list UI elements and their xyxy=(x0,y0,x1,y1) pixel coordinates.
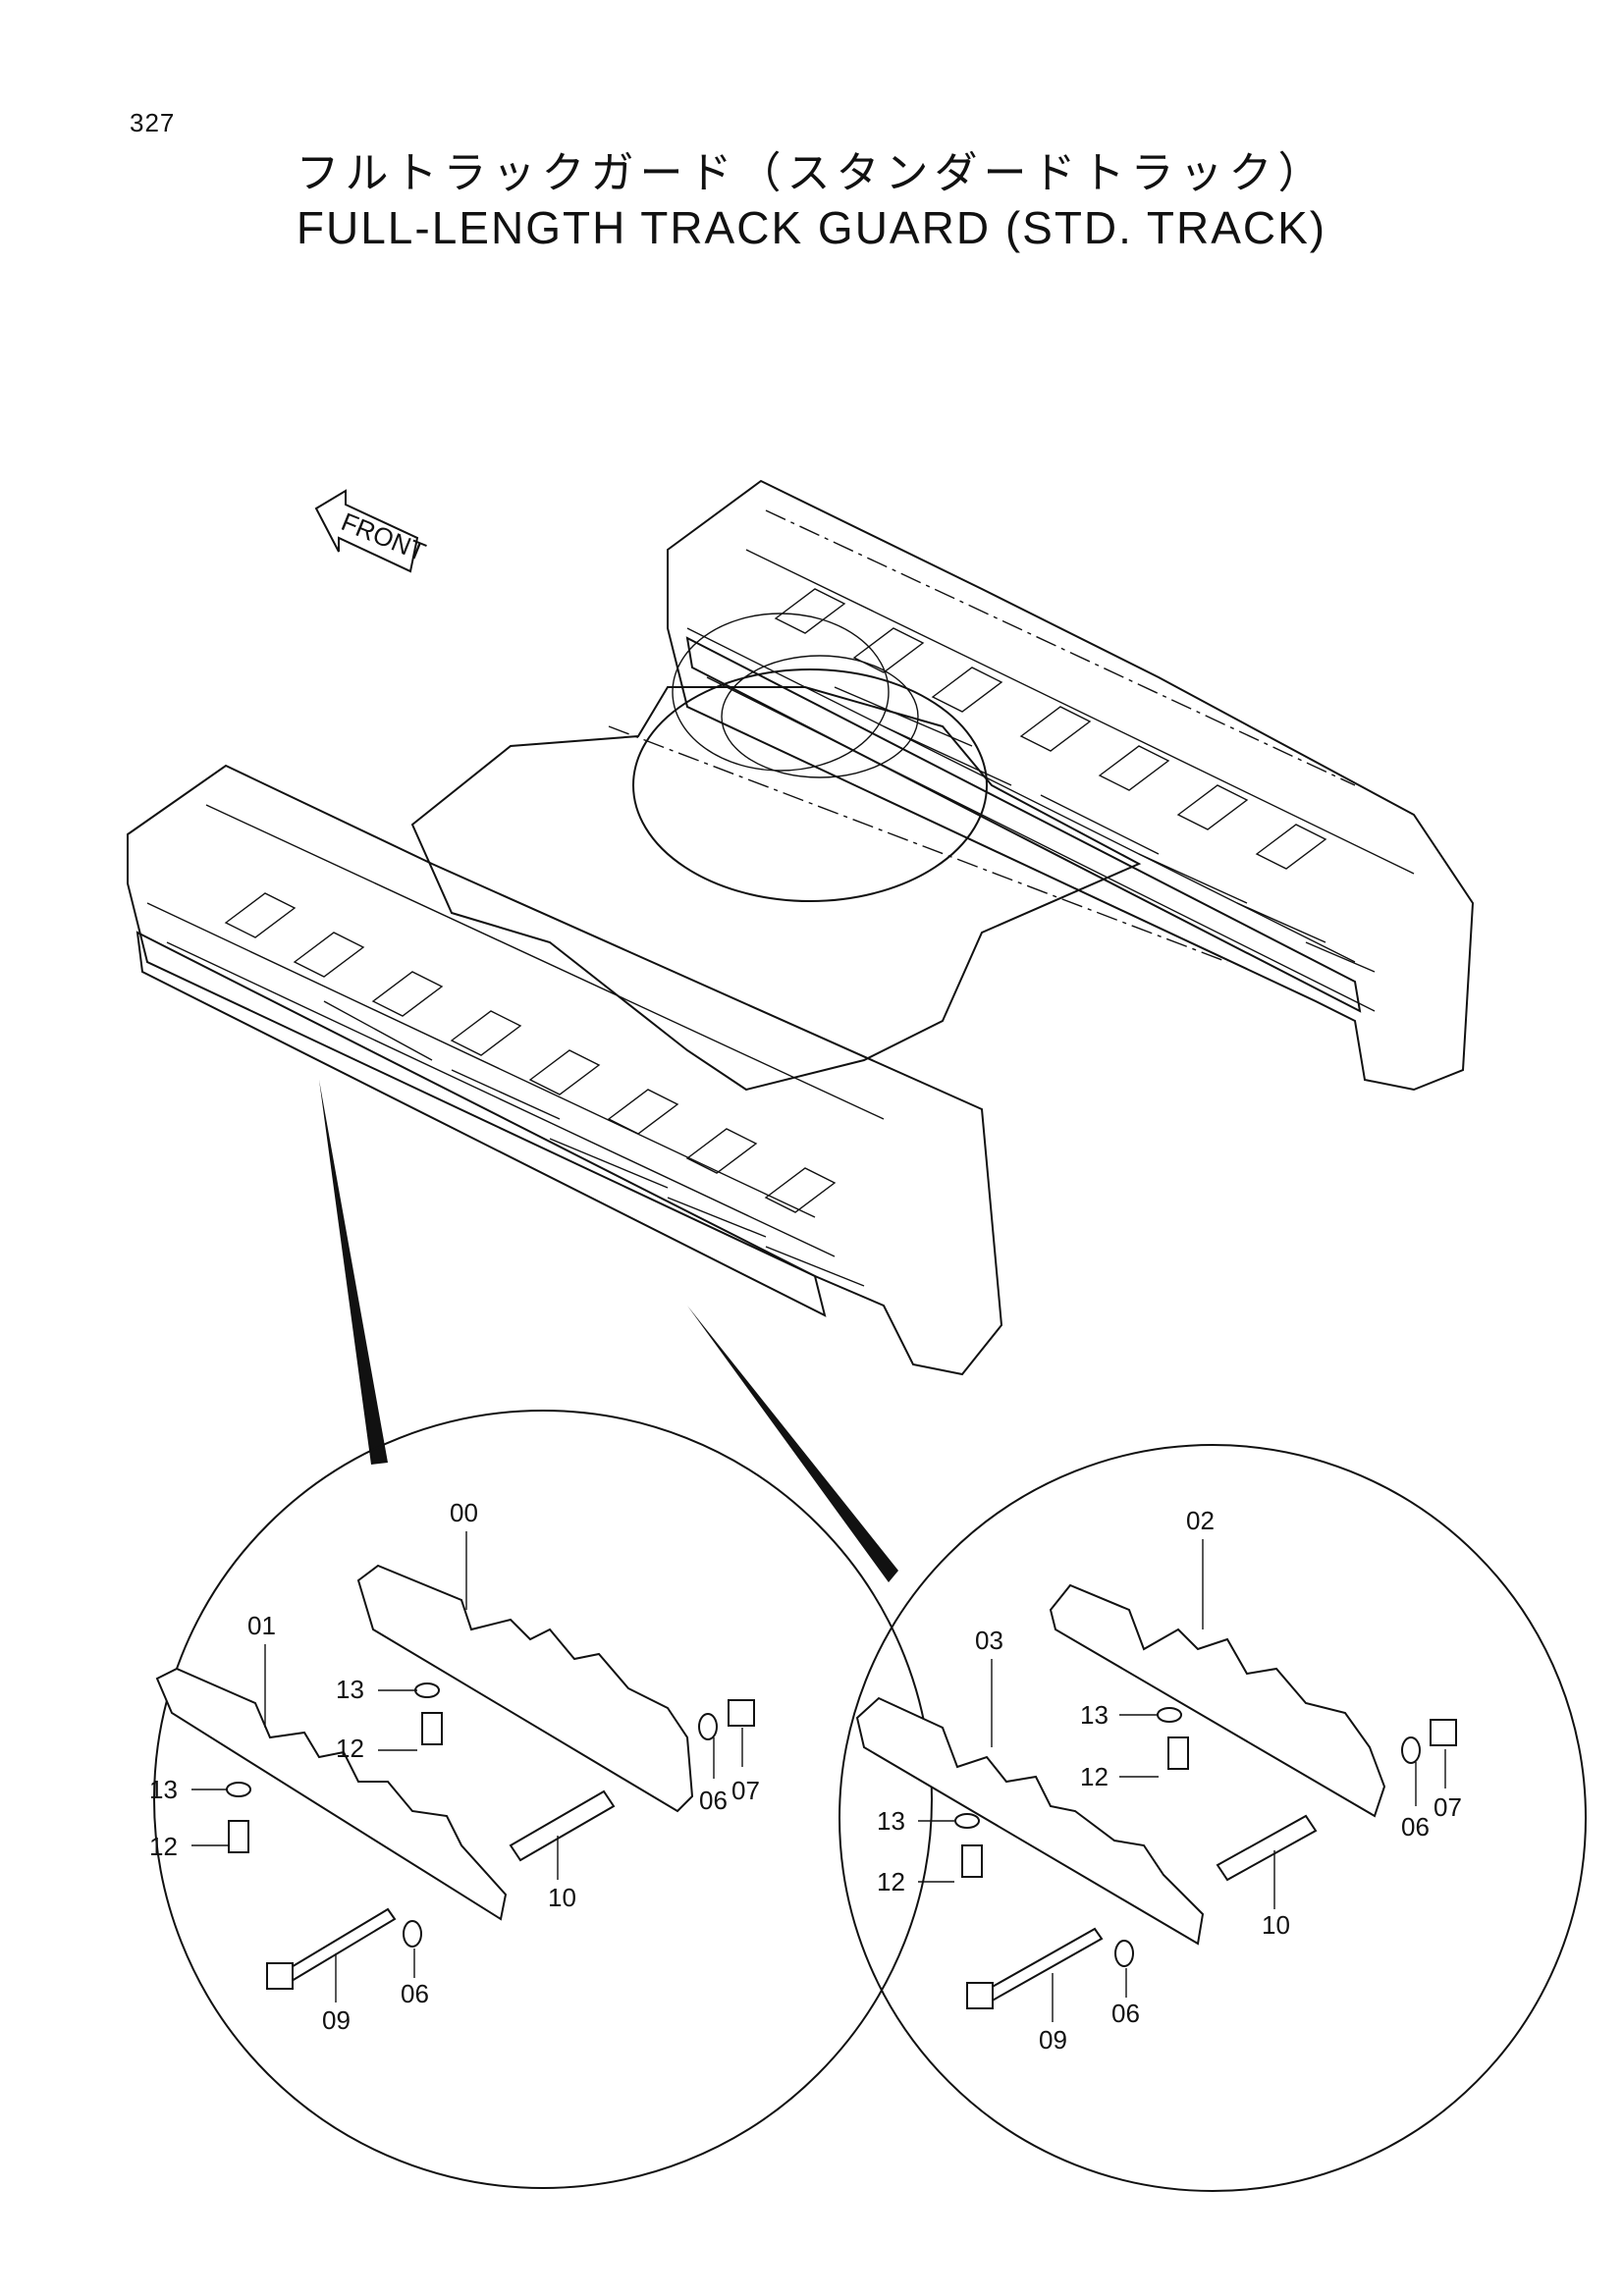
page-title-japanese: フルトラックガード（スタンダードトラック） xyxy=(296,148,1327,198)
callout-06: 06 xyxy=(699,1786,728,1815)
callout-03: 03 xyxy=(975,1626,1003,1655)
undercarriage-drawing xyxy=(127,479,1475,1376)
callout-02: 02 xyxy=(1186,1506,1215,1535)
callout-06: 06 xyxy=(1401,1812,1430,1842)
callout-12: 12 xyxy=(1080,1762,1109,1791)
callout-06: 06 xyxy=(1111,1999,1140,2028)
callout-10: 10 xyxy=(1262,1910,1290,1940)
leader-left-detail xyxy=(319,1080,388,1465)
front-arrow-icon: FRONT xyxy=(314,489,430,573)
callout-13: 13 xyxy=(149,1775,178,1804)
callout-00: 00 xyxy=(450,1498,478,1527)
leader-right-detail xyxy=(687,1306,898,1582)
page-number: 327 xyxy=(130,108,176,137)
callout-13: 13 xyxy=(1080,1700,1109,1730)
callout-12: 12 xyxy=(877,1867,905,1896)
detail-right: 02 03 13 12 13 12 06 07 10 06 09 xyxy=(839,1444,1587,2192)
callout-07: 07 xyxy=(731,1776,760,1805)
callout-09: 09 xyxy=(322,2005,351,2035)
page-title-english: FULL-LENGTH TRACK GUARD (STD. TRACK) xyxy=(296,202,1327,253)
callout-13: 13 xyxy=(877,1806,905,1836)
callout-07: 07 xyxy=(1434,1792,1462,1822)
callout-10: 10 xyxy=(548,1883,576,1912)
callout-06: 06 xyxy=(401,1979,429,2008)
callout-01: 01 xyxy=(247,1611,276,1640)
callout-12: 12 xyxy=(336,1734,364,1763)
callout-12: 12 xyxy=(149,1832,178,1861)
detail-left: 00 01 13 12 13 12 06 07 10 06 09 xyxy=(149,1410,933,2189)
callout-13: 13 xyxy=(336,1675,364,1704)
callout-09: 09 xyxy=(1039,2025,1067,2055)
